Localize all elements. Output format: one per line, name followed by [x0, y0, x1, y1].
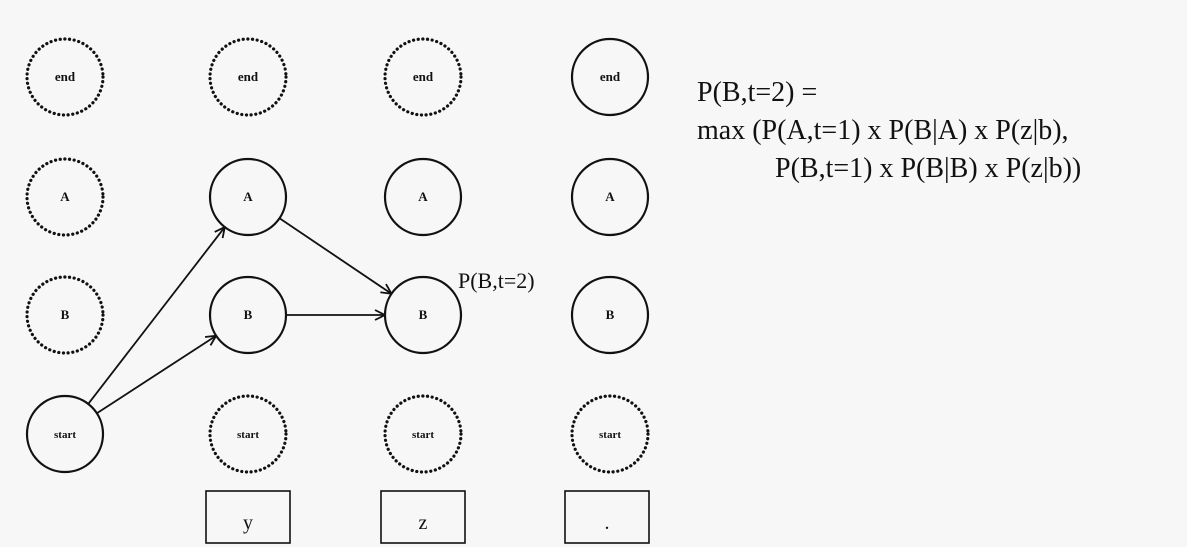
state-node-A-3: A: [383, 157, 463, 237]
state-node-start-1: start: [25, 394, 105, 474]
observation-boxes: y z.: [205, 490, 650, 544]
node-label: end: [55, 69, 76, 84]
node-circle: [383, 394, 463, 474]
observation-box-3: .: [564, 490, 650, 544]
node-label: start: [237, 429, 259, 441]
formula-line-2: max (P(A,t=1) x P(B|A) x P(z|b),: [697, 115, 1069, 146]
state-node-A-1: A: [25, 157, 105, 237]
node-circle: [25, 275, 105, 355]
state-node-end-1: end: [25, 37, 105, 117]
state-node-B-3: B: [383, 275, 463, 355]
node-label: A: [418, 189, 428, 204]
viterbi-formula: P(B,t=2) = max (P(A,t=1) x P(B|A) x P(z|…: [697, 74, 1081, 188]
formula-line-3: P(B,t=1) x P(B|B) x P(z|b)): [775, 153, 1082, 184]
node-circle: [208, 157, 288, 237]
node-circle: [570, 37, 650, 117]
state-node-B-4: B: [570, 275, 650, 355]
node-label: end: [238, 69, 259, 84]
observation-frame: [380, 490, 466, 544]
node-circle: [25, 37, 105, 117]
observation-symbol: .: [605, 512, 610, 534]
node-label: B: [61, 307, 70, 322]
node-circle: [208, 37, 288, 117]
node-circle: [383, 157, 463, 237]
node-circle: [383, 37, 463, 117]
observation-symbol: z: [419, 512, 428, 534]
state-node-start-2: start: [208, 394, 288, 474]
state-node-start-4: start: [570, 394, 650, 474]
formula-line-1: P(B,t=2) =: [697, 77, 818, 108]
node-label: start: [412, 429, 434, 441]
node-circle: [570, 157, 650, 237]
node-label: end: [413, 69, 434, 84]
node-label: start: [599, 429, 621, 441]
node-circle: [208, 394, 288, 474]
node-circle: [570, 275, 650, 355]
observation-symbol: y: [243, 512, 253, 534]
node-label: A: [605, 189, 615, 204]
node-circle: [208, 275, 288, 355]
state-node-A-2: A: [208, 157, 288, 237]
node-label: start: [54, 429, 76, 441]
node-circle: [25, 394, 105, 474]
edge-start-1-to-B-2: [96, 336, 216, 415]
state-node-B-1: B: [25, 275, 105, 355]
node-label: B: [244, 307, 253, 322]
edge-A-2-to-B-3: [279, 217, 392, 294]
state-node-A-4: A: [570, 157, 650, 237]
state-node-B-2: B: [208, 275, 288, 355]
observation-box-1: y: [205, 490, 291, 544]
state-node-end-2: end: [208, 37, 288, 117]
observation-box-2: z: [380, 490, 466, 544]
state-node-end-4: end: [570, 37, 650, 117]
node-label: A: [60, 189, 70, 204]
node-label: B: [419, 307, 428, 322]
state-node-end-3: end: [383, 37, 463, 117]
node-circle: [570, 394, 650, 474]
state-node-start-3: start: [383, 394, 463, 474]
edge-start-1-to-A-2: [87, 227, 225, 405]
node-label: A: [243, 189, 253, 204]
observation-frame: [205, 490, 291, 544]
node-circle: [383, 275, 463, 355]
node-circle: [25, 157, 105, 237]
node-probability-annotation: P(B,t=2): [458, 268, 535, 293]
node-label: B: [606, 307, 615, 322]
node-label: end: [600, 69, 621, 84]
transition-edges: [87, 217, 392, 415]
observation-frame: [564, 490, 650, 544]
